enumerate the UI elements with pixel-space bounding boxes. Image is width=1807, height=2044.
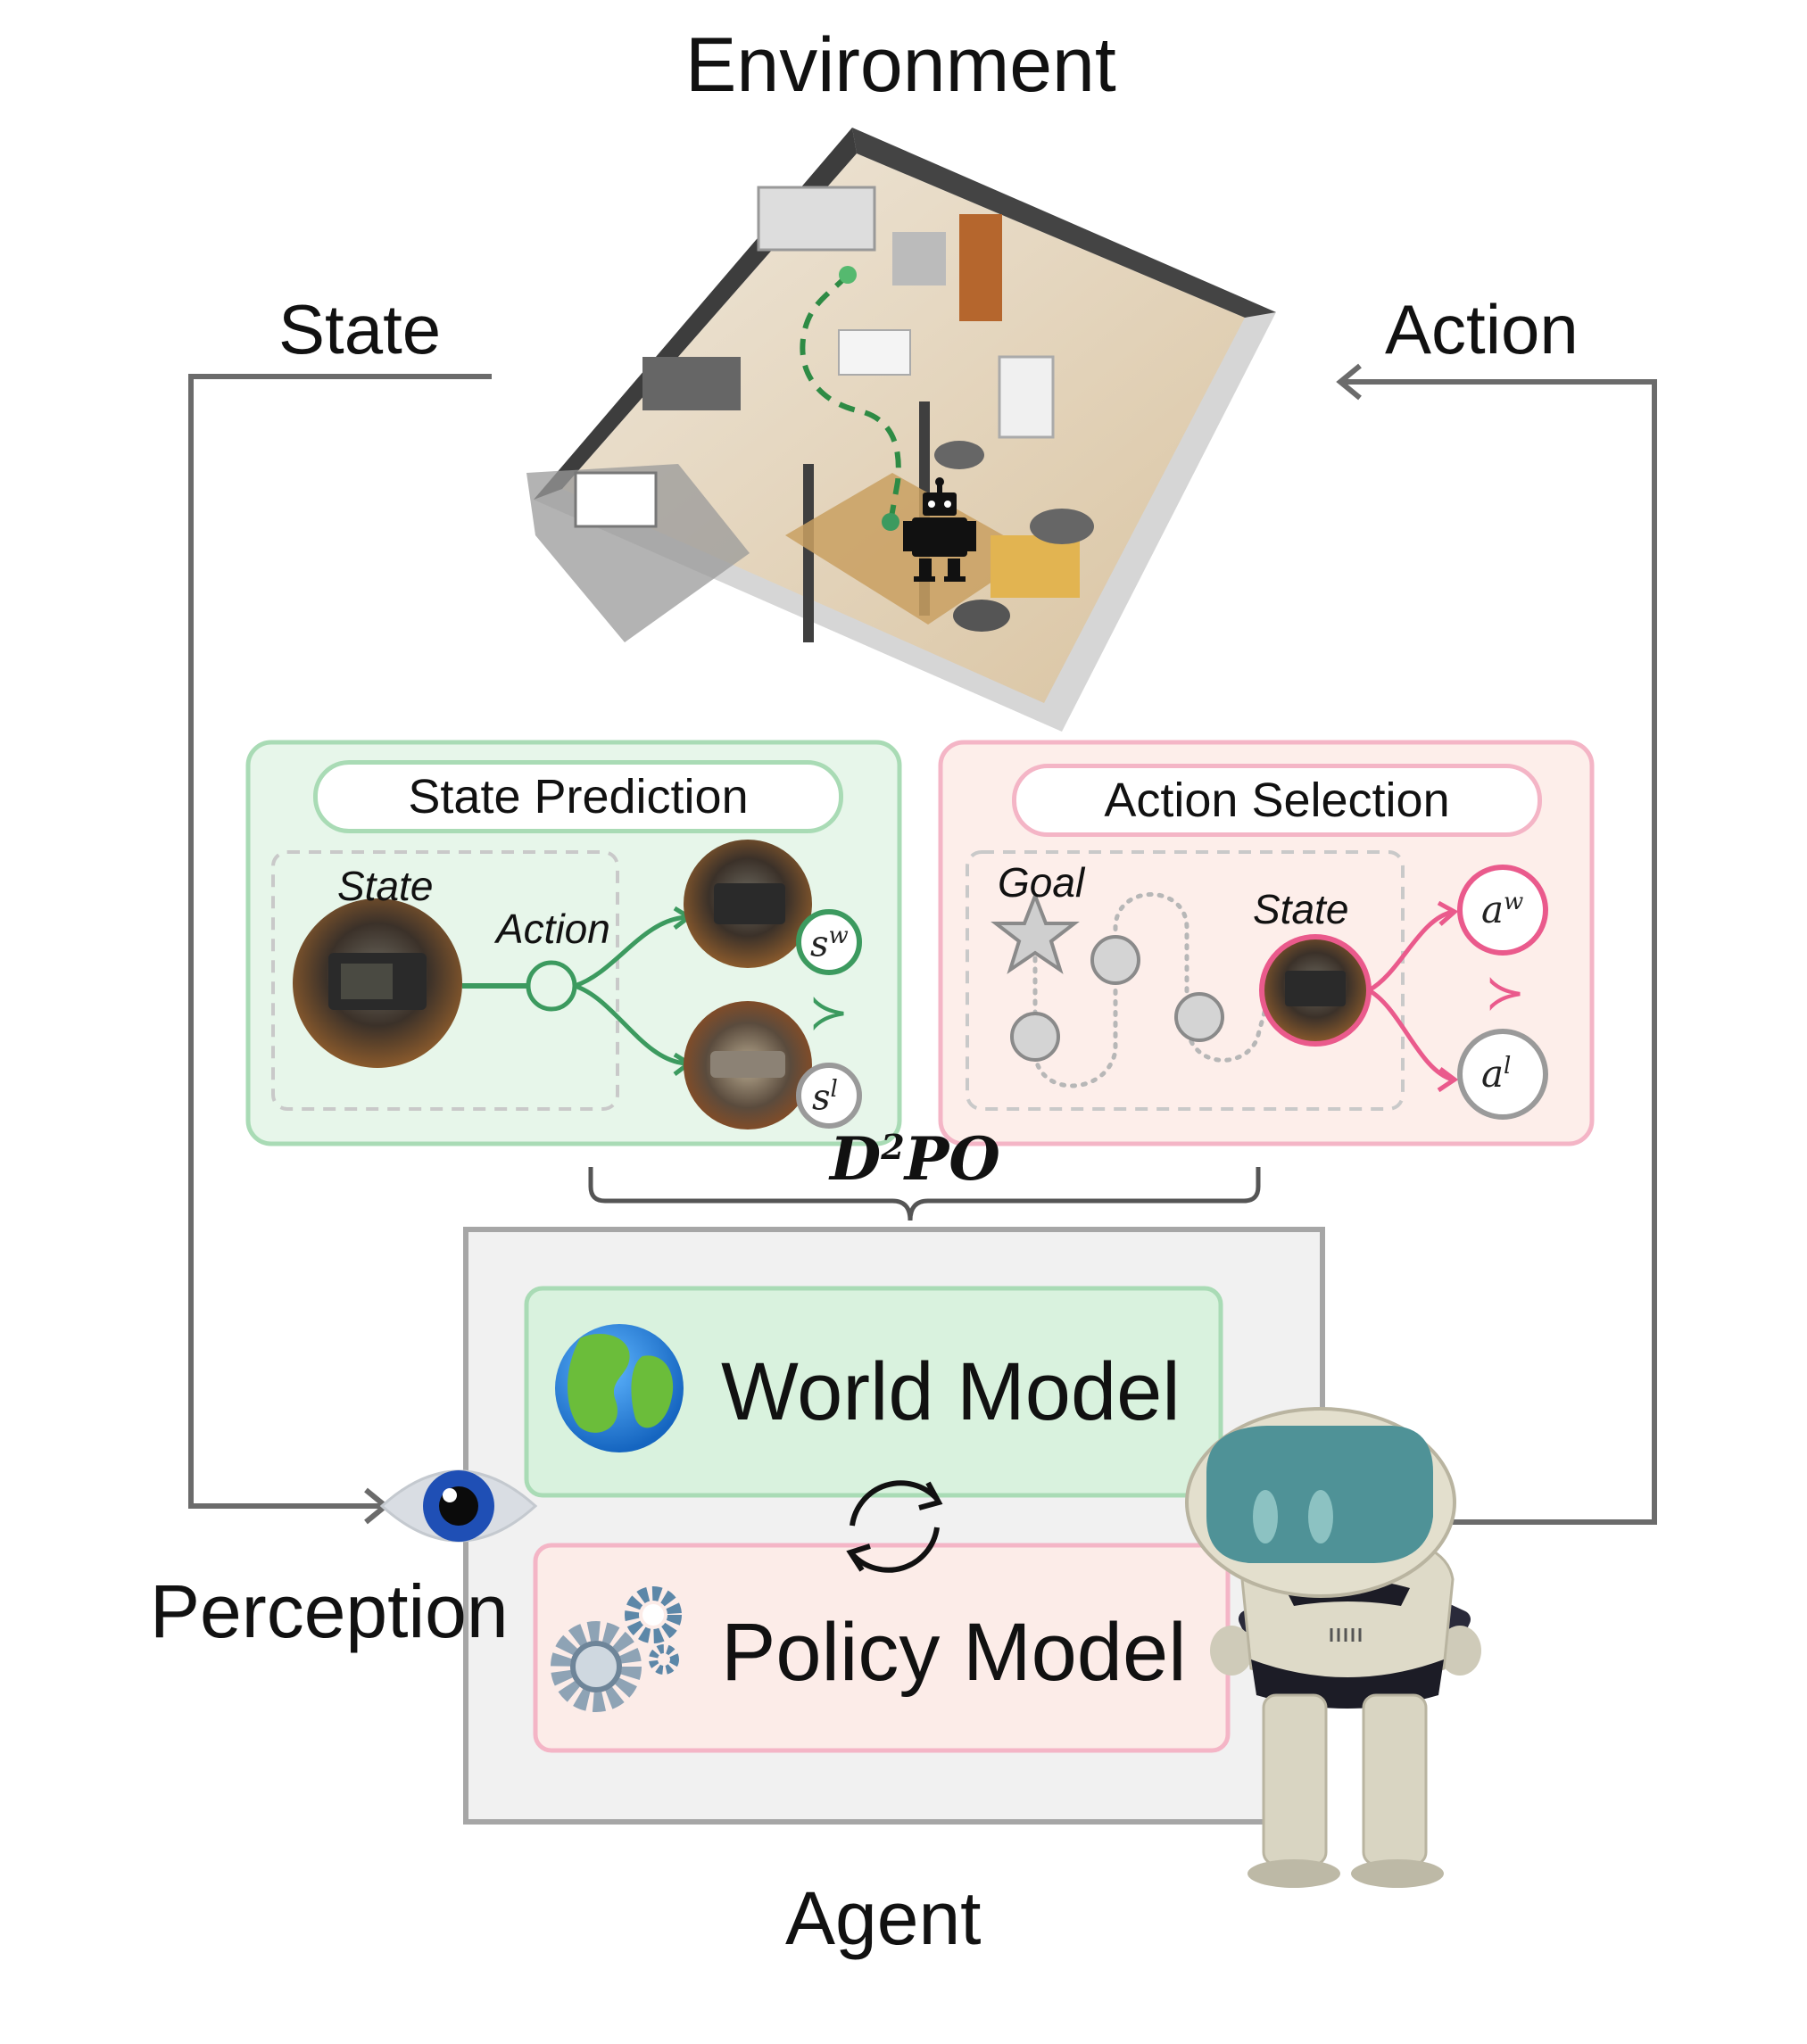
method-brace: [588, 1167, 1261, 1221]
robot-silhouette-icon: [903, 477, 976, 582]
star-icon: [991, 890, 1080, 974]
gears-icon: [551, 1586, 682, 1712]
state-prediction-panel: [245, 740, 902, 1146]
globe-icon: [555, 1324, 684, 1452]
as-loser-action: al: [1481, 1052, 1512, 1096]
refresh-cycle-icon: [846, 1480, 943, 1573]
action-loop-line: [1336, 363, 1657, 1525]
eye-icon: [379, 1469, 538, 1543]
perception-label: Perception: [150, 1569, 509, 1653]
environment-title: Environment: [685, 22, 1116, 108]
robot-character-icon: [1185, 1407, 1481, 1888]
world-model-box: [524, 1286, 1223, 1498]
sp-preference-symbol: ≻: [808, 984, 850, 1040]
action-loop-label: Action: [1385, 290, 1579, 368]
as-winner-action: aw: [1481, 888, 1524, 931]
action-selection-title: Action Selection: [1012, 764, 1542, 837]
action-selection-panel: [938, 740, 1595, 1146]
world-model-label: World Model: [721, 1346, 1181, 1437]
state-prediction-title: State Prediction: [313, 760, 843, 833]
sp-loser-state: sl: [812, 1076, 838, 1119]
as-preference-symbol: ≻: [1485, 964, 1526, 1021]
policy-model-label: Policy Model: [721, 1607, 1187, 1698]
sp-action-label: Action: [496, 906, 610, 952]
as-state-label: State: [1253, 886, 1349, 932]
agent-label: Agent: [785, 1876, 982, 1960]
state-loop-label: State: [278, 290, 442, 368]
sp-winner-state: sw: [810, 923, 849, 965]
sp-state-label: State: [337, 863, 434, 909]
method-name: D2PO: [830, 1124, 1000, 1194]
as-goal-label: Goal: [998, 859, 1085, 906]
house-floorplan-image: [526, 128, 1276, 732]
